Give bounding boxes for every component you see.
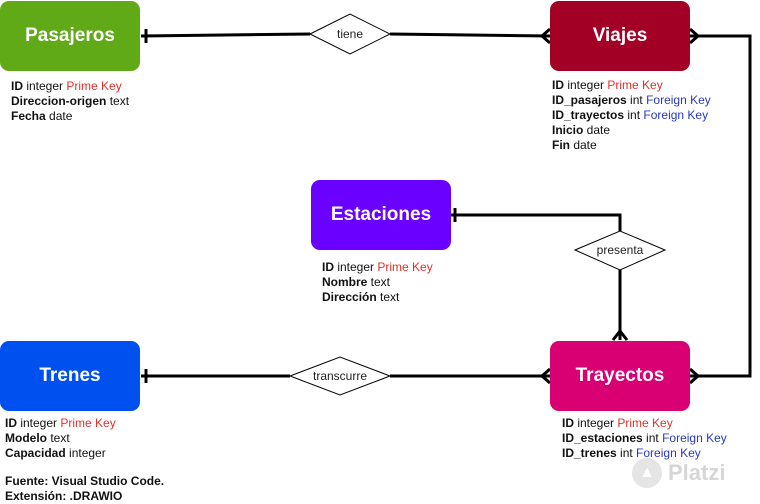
attribute-name: ID xyxy=(11,79,23,93)
attribute-type: text xyxy=(47,431,70,445)
attribute-name: Inicio xyxy=(552,123,584,137)
attribute-name: Modelo xyxy=(5,431,47,445)
entity-title: Pasajeros xyxy=(25,25,115,46)
platzi-watermark: ▲ Platzi xyxy=(632,458,725,488)
line-pasajeros-tiene xyxy=(140,32,311,38)
entity-trenes[interactable]: Trenes xyxy=(0,341,140,411)
attribute-row: Fin date xyxy=(552,138,711,153)
attribute-name: ID xyxy=(322,260,334,274)
watermark-text: Platzi xyxy=(668,460,726,485)
entity-estaciones[interactable]: Estaciones xyxy=(311,180,451,250)
platzi-logo-icon: ▲ xyxy=(632,458,662,488)
attribute-type: integer xyxy=(334,260,375,274)
attribute-row: ID_trayectos int Foreign Key xyxy=(552,108,711,123)
attribute-type: int xyxy=(616,446,633,460)
attribute-row: ID integer Prime Key xyxy=(5,416,116,431)
attribute-type: date xyxy=(570,138,597,152)
attribute-row: Capacidad integer xyxy=(5,446,116,461)
attribute-type: integer xyxy=(17,416,58,430)
attribute-row: Inicio date xyxy=(552,123,711,138)
source-note-line: Extensión: .DRAWIO xyxy=(5,489,123,503)
attribute-row: Fecha date xyxy=(11,109,129,124)
entity-title: Viajes xyxy=(592,25,648,46)
foreign-key-label: Foreign Key xyxy=(640,108,709,122)
foreign-key-label: Foreign Key xyxy=(658,431,727,445)
line-viajes-trayectos xyxy=(690,34,752,378)
primary-key-label: Prime Key xyxy=(57,416,116,430)
many-mark-viajes xyxy=(539,27,551,45)
attribute-row: ID integer Prime Key xyxy=(552,78,711,93)
attribute-row: ID integer Prime Key xyxy=(11,79,129,94)
attribute-row: ID integer Prime Key xyxy=(322,260,433,275)
many-mark-trayectos-top xyxy=(611,328,629,341)
attribute-type: date xyxy=(583,123,611,137)
attribute-type: integer xyxy=(574,416,615,430)
many-mark-trayectos-left xyxy=(539,367,551,385)
relationship-label-transcurre: transcurre xyxy=(312,369,368,383)
source-note-line: Fuente: Visual Studio Code. xyxy=(5,474,165,488)
relationship-tiene xyxy=(308,13,392,55)
attribute-name: Capacidad xyxy=(5,446,66,460)
attribute-row: Nombre text xyxy=(322,275,433,290)
attribute-name: Fin xyxy=(552,138,570,152)
attribute-type: integer xyxy=(564,78,605,92)
foreign-key-label: Foreign Key xyxy=(632,446,701,460)
attribute-name: ID_trayectos xyxy=(552,108,625,122)
attribute-type: integer xyxy=(23,79,64,93)
foreign-key-label: Foreign Key xyxy=(642,93,711,107)
attribute-name: ID_pasajeros xyxy=(552,93,627,107)
attribute-row: ID integer Prime Key xyxy=(562,416,727,431)
primary-key-label: Prime Key xyxy=(63,79,122,93)
line-tiene-viajes xyxy=(389,32,551,38)
line-estaciones-presenta xyxy=(451,213,622,231)
relationship-transcurre xyxy=(288,356,392,396)
attribute-name: ID_estaciones xyxy=(562,431,643,445)
attribute-type: text xyxy=(106,94,130,108)
attribute-name: ID xyxy=(562,416,574,430)
entity-title: Estaciones xyxy=(330,204,432,225)
entity-viajes[interactable]: Viajes xyxy=(550,1,690,71)
attribute-row: ID_estaciones int Foreign Key xyxy=(562,431,727,446)
entity-title: Trenes xyxy=(39,365,101,386)
primary-key-label: Prime Key xyxy=(374,260,433,274)
attribute-name: Fecha xyxy=(11,109,46,123)
attribute-name: ID xyxy=(552,78,564,92)
source-note: Fuente: Visual Studio Code. Extensión: .… xyxy=(5,474,164,504)
attribute-type: date xyxy=(45,109,73,123)
attribute-type: int xyxy=(626,93,643,107)
primary-key-label: Prime Key xyxy=(614,416,673,430)
relationship-presenta xyxy=(573,230,667,271)
many-mark-trayectos-right xyxy=(689,367,701,385)
attribute-type: text xyxy=(367,275,391,289)
entity-title: Trayectos xyxy=(575,365,665,386)
attribute-type: text xyxy=(376,290,400,304)
relationship-label-tiene: tiene xyxy=(336,27,364,41)
entity-pasajeros[interactable]: Pasajeros xyxy=(0,1,140,71)
attribute-row: ID_trenes int Foreign Key xyxy=(562,446,727,461)
attribute-row: ID_pasajeros int Foreign Key xyxy=(552,93,711,108)
attribute-row: Direccion-origen text xyxy=(11,94,129,109)
entity-trayectos[interactable]: Trayectos xyxy=(550,341,690,411)
attribute-type: integer xyxy=(65,446,106,460)
attribute-name: Direccion-origen xyxy=(11,94,107,108)
attribute-name: Nombre xyxy=(322,275,368,289)
attribute-type: int xyxy=(642,431,659,445)
attribute-type: int xyxy=(624,108,641,122)
attribute-name: ID_trenes xyxy=(562,446,617,460)
attribute-name: Dirección xyxy=(322,290,377,304)
attribute-name: ID xyxy=(5,416,17,430)
primary-key-label: Prime Key xyxy=(604,78,663,92)
many-mark-viajes-right xyxy=(689,27,701,45)
relationship-label-presenta: presenta xyxy=(596,243,644,257)
attribute-row: Modelo text xyxy=(5,431,116,446)
attribute-row: Dirección text xyxy=(322,290,433,305)
